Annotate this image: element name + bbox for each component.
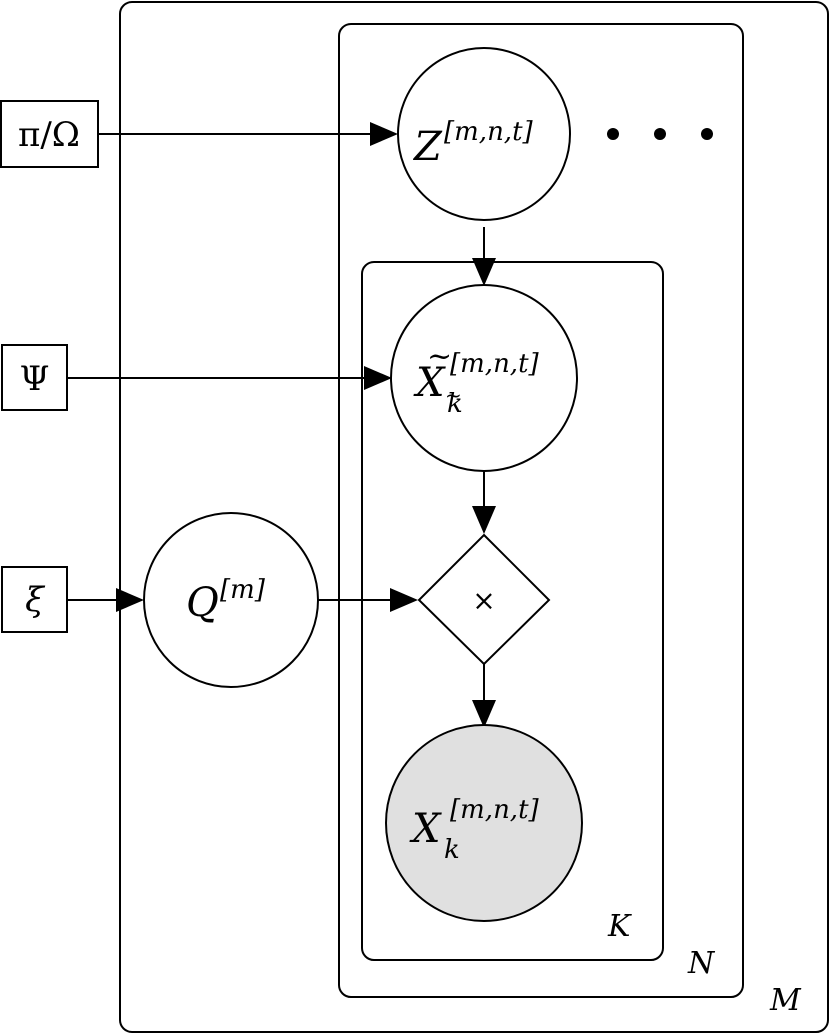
node-x-tilde-sup: [m,n,t] xyxy=(450,349,540,379)
node-q xyxy=(143,512,319,688)
plate-k-label: K xyxy=(607,909,632,944)
node-q-base: Q xyxy=(186,580,219,626)
plate-n-label: N xyxy=(687,946,716,981)
arrowhead-x-tilde-to-product xyxy=(472,506,496,534)
node-z xyxy=(397,47,571,221)
plate-m-label: M xyxy=(769,983,802,1018)
param-psi-box xyxy=(1,344,68,411)
arrowhead-z-to-x-tilde xyxy=(472,258,496,286)
node-x-obs-sub: k xyxy=(444,835,460,865)
node-z-base: Z xyxy=(412,124,443,170)
param-pi-omega-label: π/Ω xyxy=(18,115,80,155)
node-z-sup: [m,n,t] xyxy=(444,117,534,147)
plate-k xyxy=(361,261,664,961)
node-x-tilde-sub: k xyxy=(447,389,463,419)
param-xi-label: ξ xyxy=(25,580,46,620)
ellipsis-dot xyxy=(701,128,713,140)
node-x-obs-sup: [m,n,t] xyxy=(450,795,540,825)
product-symbol: × xyxy=(472,584,495,617)
node-x-tilde-base: X xyxy=(413,360,446,406)
node-q-sup: [m] xyxy=(220,575,266,605)
plate-n xyxy=(338,23,744,998)
ellipsis-dot xyxy=(654,128,666,140)
plate-m xyxy=(119,1,829,1033)
node-x-observed xyxy=(385,724,583,922)
arrowhead-pi-omega-to-z xyxy=(370,122,398,146)
param-xi-box xyxy=(1,566,68,633)
node-x-tilde-sub-accent: ~ xyxy=(445,383,462,407)
node-product xyxy=(417,533,551,666)
node-x-tilde-accent: ~ xyxy=(427,339,452,374)
arrowhead-product-to-x-obs xyxy=(472,700,496,728)
param-psi-label: Ψ xyxy=(20,359,50,399)
arrowhead-xi-to-q xyxy=(116,588,144,612)
ellipsis-dot xyxy=(607,128,619,140)
param-pi-omega-box xyxy=(0,100,99,168)
arrowhead-q-to-product xyxy=(390,588,418,612)
node-x-tilde xyxy=(390,284,578,472)
node-x-obs-base: X xyxy=(409,806,442,852)
arrowhead-psi-to-x-tilde xyxy=(364,366,392,390)
ellipsis-icon xyxy=(607,128,713,140)
